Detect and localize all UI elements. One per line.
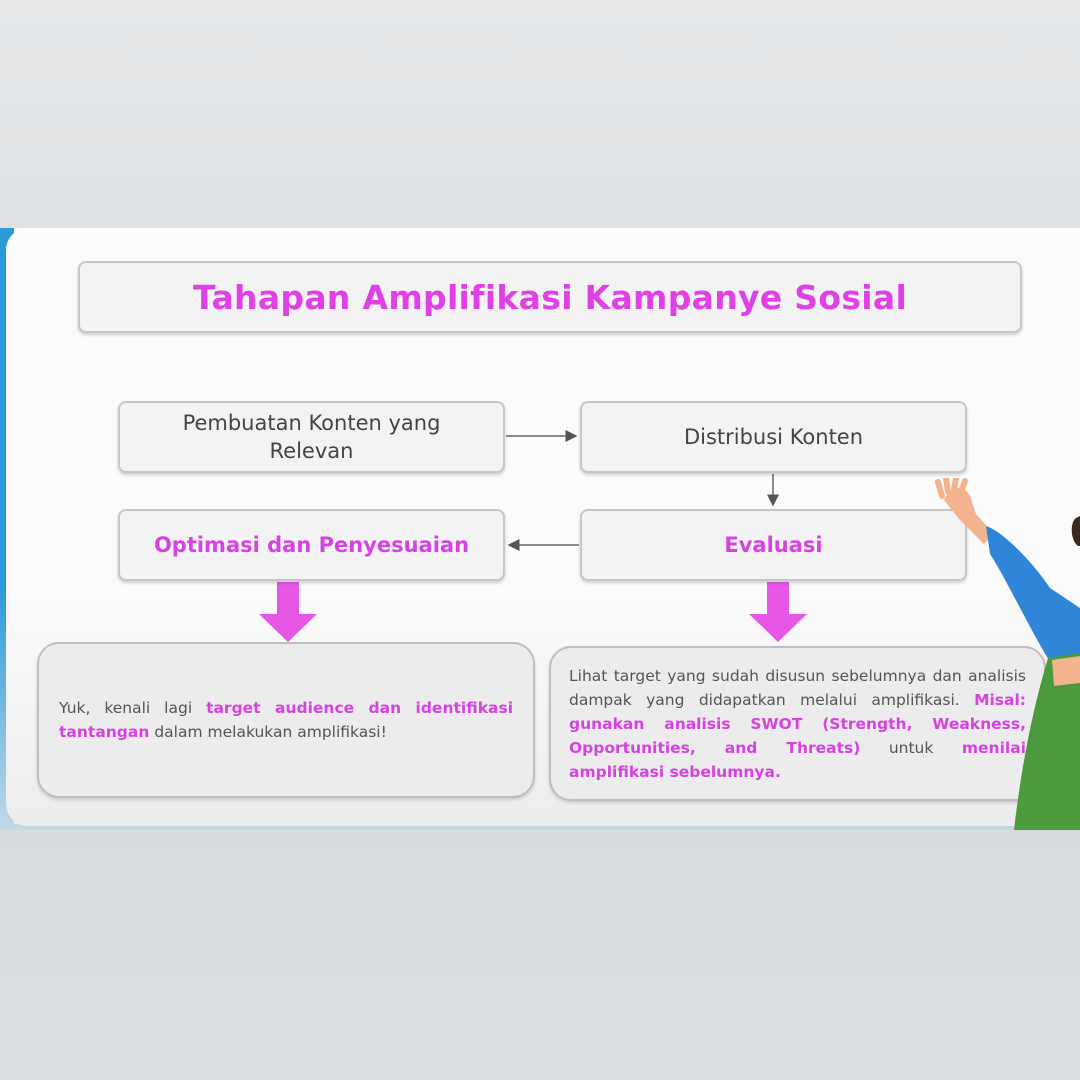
note-right-highlight-2: menilai amplifikasi sebelumnya.: [569, 738, 1026, 781]
note-left-highlight: target audience dan identifikasi tantang…: [59, 699, 514, 741]
note-left-text-2: dalam melakukan amplifikasi!: [149, 723, 387, 741]
node-evaluation: Evaluasi: [580, 509, 967, 581]
down-arrow-icon-right: [749, 582, 807, 642]
node-optimization-label: Optimasi dan Penyesuaian: [153, 533, 470, 557]
node-content-creation-label: Pembuatan Konten yang Relevan: [182, 411, 441, 463]
note-optimization-text: Yuk, kenali lagi target audience dan ide…: [59, 696, 513, 744]
note-right-text-1: Lihat target yang sudah disusun sebelumn…: [569, 666, 1026, 709]
note-left-text-1: Yuk, kenali lagi: [59, 699, 207, 717]
node-optimization: Optimasi dan Penyesuaian: [118, 509, 505, 581]
slide: Tahapan Amplifikasi Kampanye Sosial Pemb…: [0, 228, 1080, 830]
note-evaluation: Lihat target yang sudah disusun sebelumn…: [549, 646, 1046, 801]
node-evaluation-label: Evaluasi: [724, 533, 823, 557]
title-box: Tahapan Amplifikasi Kampanye Sosial: [78, 261, 1022, 333]
node-distribution: Distribusi Konten: [580, 401, 967, 473]
node-distribution-label: Distribusi Konten: [683, 425, 864, 449]
background-bottom: [0, 830, 1080, 1080]
note-right-highlight-1: Misal: gunakan analisis SWOT (Strength, …: [569, 690, 1026, 757]
note-optimization: Yuk, kenali lagi target audience dan ide…: [37, 642, 535, 798]
waving-person-illustration: [935, 478, 1080, 830]
background-top: [0, 0, 1080, 228]
node-content-creation: Pembuatan Konten yang Relevan: [118, 401, 505, 473]
down-arrow-icon-left: [259, 582, 317, 642]
note-right-text-2: untuk: [860, 738, 962, 757]
flow-connectors: [259, 430, 807, 642]
page-title: Tahapan Amplifikasi Kampanye Sosial: [192, 277, 908, 317]
note-evaluation-text: Lihat target yang sudah disusun sebelumn…: [569, 664, 1026, 784]
